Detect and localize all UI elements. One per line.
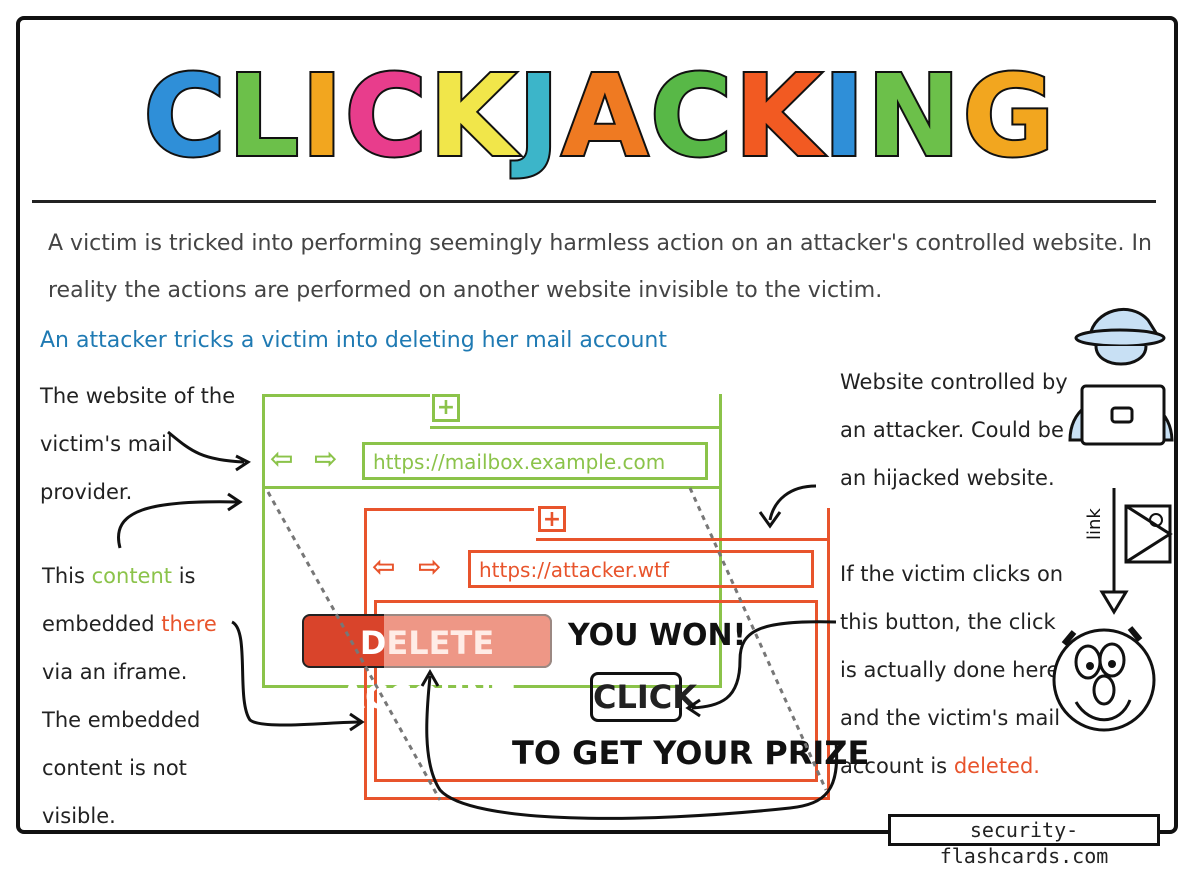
title-letter: J (516, 50, 562, 184)
iframe-dashed-line-2 (688, 487, 828, 791)
arrow-to-attacker-browser (768, 484, 817, 521)
mail-browser-tab (262, 394, 430, 397)
title-letter: C (648, 50, 735, 184)
card-frame (16, 16, 1178, 834)
title-letter: C (343, 50, 429, 184)
attacker-tab-line (536, 538, 830, 541)
word-there: there (161, 612, 217, 636)
arrow-to-click-button (691, 620, 837, 710)
iframe-dashed-line-1 (266, 491, 442, 801)
title-letter: K (427, 50, 518, 184)
link-label: link (1084, 508, 1105, 540)
title-letter: A (559, 50, 651, 184)
annotation-click-effect: If the victim clicks on this button, the… (840, 562, 1064, 778)
word-content: content (91, 564, 173, 588)
arrow-to-delete-button (425, 675, 839, 820)
arrow-head-5 (685, 698, 701, 718)
attacker-forward-icon[interactable]: ⇨ (418, 550, 442, 583)
prize-won-text: YOU WON! (568, 618, 747, 653)
title-letter: N (865, 50, 963, 184)
divider (32, 200, 1156, 203)
annotation-embedded: This content is embedded there via an if… (42, 564, 217, 684)
arrow-head-3 (349, 712, 365, 732)
arrow-to-mail-url (167, 430, 245, 464)
attacker-browser-tab (364, 508, 534, 511)
annotation-attacker-site: Website controlled by an attacker. Could… (840, 370, 1068, 490)
victim-face-icon (1052, 626, 1156, 732)
mail-back-icon[interactable]: ⇦ (270, 442, 294, 475)
mail-forward-icon[interactable]: ⇨ (314, 442, 338, 475)
title-letter: C (142, 50, 228, 184)
mail-tab-line (430, 426, 722, 429)
arrow-head-2 (227, 492, 243, 512)
mail-browser-window (262, 394, 722, 688)
arrow-to-attacker-content (231, 620, 361, 727)
title-letter: G (961, 50, 1057, 184)
annotation-mail-provider: The website of the victim's mail provide… (40, 384, 236, 504)
attacker-back-icon[interactable]: ⇦ (372, 550, 396, 583)
arrow-head-6 (420, 668, 440, 687)
hacker-icon (1068, 308, 1174, 446)
title-letter: K (732, 50, 824, 184)
description: A victim is tricked into performing seem… (48, 231, 1152, 303)
scenario-subtitle: An attacker tricks a victim into deletin… (40, 328, 667, 353)
title-letter: L (226, 50, 302, 184)
mail-icon (1124, 504, 1173, 564)
attacker-content-area (374, 600, 818, 782)
word-deleted: deleted. (953, 754, 1040, 778)
attacker-url-bar[interactable]: https://attacker.wtf (468, 550, 814, 588)
arrow-head-1 (235, 454, 251, 472)
title-letter: I (821, 50, 867, 184)
mail-url-bar[interactable]: https://mailbox.example.com (362, 442, 708, 480)
link-arrow-head (1099, 590, 1129, 615)
iframe-overlay (384, 614, 552, 668)
mail-new-tab-icon[interactable]: + (432, 394, 460, 422)
arrow-to-mail-content (117, 500, 239, 549)
title-letter: I (299, 50, 345, 184)
attacker-new-tab-icon[interactable]: + (538, 506, 566, 532)
footer-url[interactable]: security-flashcards.com (888, 814, 1160, 868)
page-title: CLICKJACKING (0, 50, 1200, 184)
annotation-not-visible: The embedded content is not visible. (42, 708, 201, 828)
arrow-head-4 (758, 511, 782, 529)
click-prize-button[interactable]: CLICK (590, 672, 697, 722)
mail-toolbar-line (262, 486, 722, 489)
